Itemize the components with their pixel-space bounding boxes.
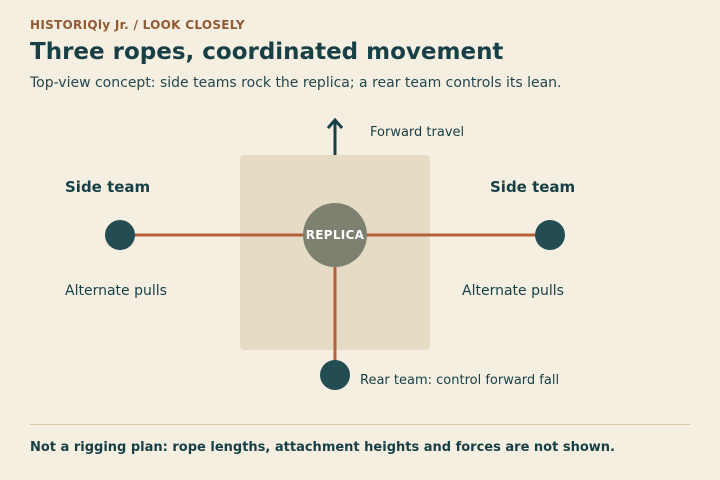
left-team-note: Alternate pulls: [65, 283, 167, 299]
replica-node: [303, 203, 367, 267]
forward-arrow-icon: [326, 117, 344, 155]
page-title: Three ropes, coordinated movement: [30, 39, 504, 65]
replica-label: REPLICA: [306, 228, 365, 242]
right-team-title: Side team: [490, 178, 575, 196]
left-team-title: Side team: [65, 178, 150, 196]
right-team-node: [535, 220, 565, 250]
footer-divider: [30, 424, 690, 425]
left-team-node: [105, 220, 135, 250]
kicker: HISTORIQly Jr. / LOOK CLOSELY: [30, 18, 245, 32]
forward-travel-label: Forward travel: [370, 125, 464, 140]
rear-team-note: Rear team: control forward fall: [360, 373, 559, 388]
page-subtitle: Top-view concept: side teams rock the re…: [30, 75, 562, 91]
rear-team-node: [320, 360, 350, 390]
footer-note: Not a rigging plan: rope lengths, attach…: [30, 440, 615, 455]
right-team-note: Alternate pulls: [462, 283, 564, 299]
